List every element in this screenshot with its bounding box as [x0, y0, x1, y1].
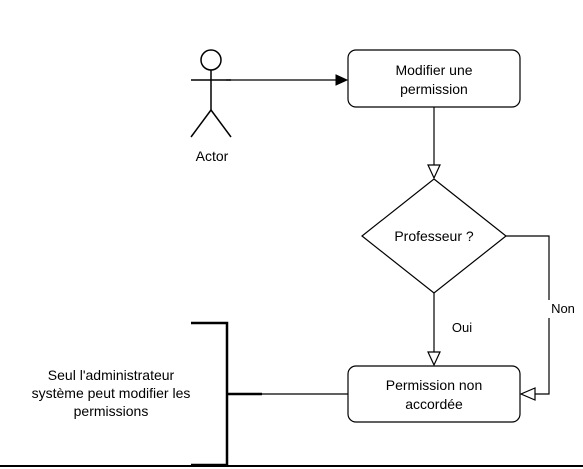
node-modify-line-2: permission	[400, 81, 468, 97]
edge-no-label: Non	[551, 301, 575, 316]
node-decision-professeur[interactable]: Professeur ?	[361, 178, 507, 294]
edge-actor-to-modify	[226, 74, 349, 86]
node-modify-line-1: Modifier une	[395, 62, 472, 78]
actor-figure[interactable]	[190, 49, 232, 138]
annotation-line-1: Seul l'administrateur	[47, 367, 175, 383]
actor-head	[200, 49, 222, 71]
actor-right-leg	[210, 109, 232, 138]
node-denied-line-1: Permission non	[386, 377, 483, 393]
actor-left-leg	[190, 109, 212, 138]
edge-yes-label: Oui	[452, 320, 472, 335]
actor-label: Actor	[196, 148, 229, 164]
annotation-line-2: système peut modifier les	[31, 385, 191, 401]
decision-label: Professeur ?	[394, 228, 474, 244]
edge-no-label-bg	[546, 300, 580, 318]
edge-modify-to-decision	[427, 107, 441, 180]
node-modify-permission[interactable]: Modifier une permission	[347, 49, 521, 108]
annotation-line-3: permissions	[73, 403, 149, 419]
edge-decision-yes	[427, 293, 441, 367]
node-denied-line-2: accordée	[405, 396, 463, 412]
node-permission-denied[interactable]: Permission non accordée	[347, 365, 521, 423]
annotation-text: Seul l'administrateur système peut modif…	[2, 366, 220, 420]
